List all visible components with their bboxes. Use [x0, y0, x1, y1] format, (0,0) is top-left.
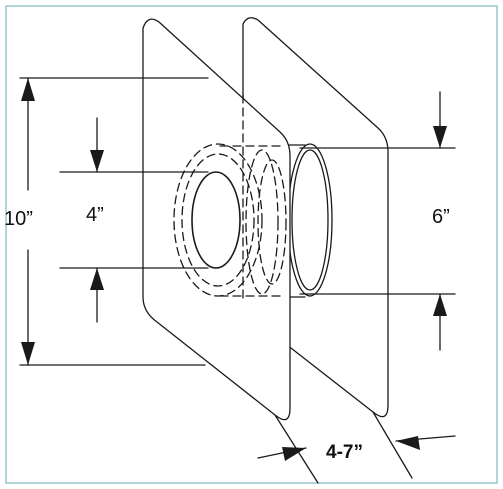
depth-range-label: 4-7” [326, 442, 363, 463]
outer-collar-label: 6” [432, 206, 450, 228]
dimension-arrows [21, 78, 447, 461]
plate-height-label: 10” [4, 208, 33, 230]
hidden-collar-lines [173, 94, 287, 301]
collar-front-rim [287, 143, 333, 297]
drawing-border [5, 5, 498, 484]
inner-opening-label: 4” [86, 204, 104, 226]
inner-opening [191, 171, 241, 269]
